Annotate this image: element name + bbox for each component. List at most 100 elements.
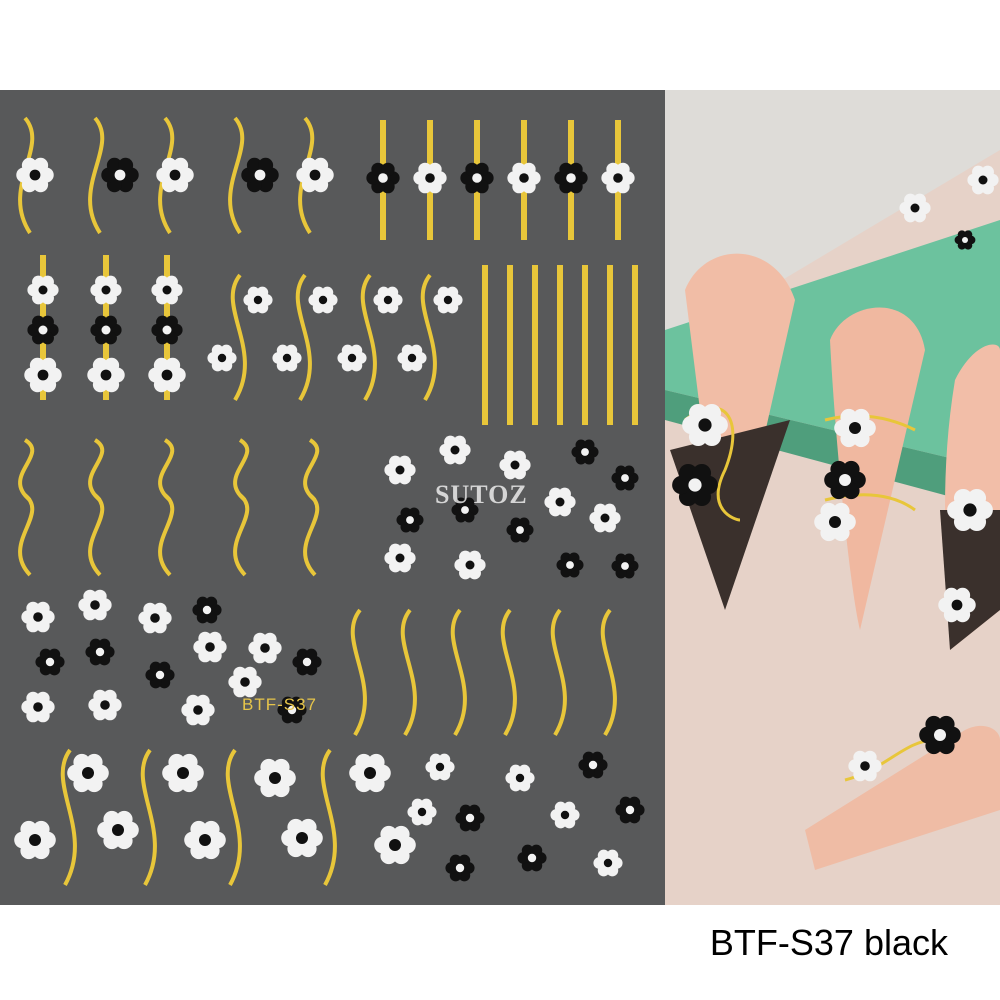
white-flower: [814, 502, 856, 542]
white-flower: [433, 286, 463, 314]
white-flower: [544, 487, 576, 517]
gold-wave-line: [600, 608, 617, 737]
gold-wave-line: [400, 608, 417, 737]
gold-wave-line: [158, 493, 175, 577]
gold-wave-line: [225, 748, 242, 886]
white-flower: [138, 602, 172, 634]
black-flower: [506, 517, 534, 543]
black-flower: [27, 315, 59, 345]
white-flower: [899, 193, 931, 223]
nail-photo: [665, 90, 1000, 905]
black-flower: [396, 507, 424, 533]
black-flower: [445, 854, 475, 882]
white-flower: [16, 157, 54, 193]
gold-straight-line: [557, 265, 563, 425]
white-flower: [505, 764, 535, 792]
black-flower: [554, 162, 588, 194]
white-flower: [248, 632, 282, 664]
white-flower: [593, 849, 623, 877]
white-flower: [407, 798, 437, 826]
white-flower: [184, 820, 226, 860]
nail-4: [805, 725, 1000, 870]
gold-straight-line: [507, 265, 513, 425]
white-flower: [24, 357, 62, 393]
white-flower: [374, 825, 416, 865]
white-flower: [454, 550, 486, 580]
gold-wave-line: [88, 116, 105, 235]
black-flower: [517, 844, 547, 872]
watermark: SUTOZ: [435, 480, 528, 509]
black-flower: [578, 751, 608, 779]
gold-wave-line: [303, 493, 320, 577]
gold-wave-line: [158, 438, 175, 502]
black-flower: [151, 315, 183, 345]
white-flower: [439, 435, 471, 465]
black-flower: [241, 157, 279, 193]
white-flower: [947, 488, 993, 532]
white-flower: [67, 753, 109, 793]
black-flower: [35, 648, 65, 676]
black-flower: [101, 157, 139, 193]
white-flower: [156, 157, 194, 193]
black-flower: [571, 439, 599, 465]
white-flower: [682, 403, 728, 447]
white-flower: [337, 344, 367, 372]
gold-wave-line: [233, 438, 250, 502]
black-flower: [672, 463, 718, 507]
black-flower: [824, 460, 866, 500]
sheet-code-label: BTF-S37: [242, 695, 318, 714]
black-flower: [954, 230, 976, 250]
black-flower: [611, 465, 639, 491]
black-flower: [556, 552, 584, 578]
white-flower: [78, 589, 112, 621]
gold-wave-line: [88, 438, 105, 502]
gold-straight-line: [582, 265, 588, 425]
white-flower: [308, 286, 338, 314]
black-flower: [611, 553, 639, 579]
white-flower: [181, 694, 215, 726]
black-flower: [292, 648, 322, 676]
gold-straight-line: [607, 265, 613, 425]
white-flower: [589, 503, 621, 533]
black-flower: [145, 661, 175, 689]
white-flower: [601, 162, 635, 194]
white-flower: [243, 286, 273, 314]
gold-wave-line: [88, 493, 105, 577]
white-flower: [97, 810, 139, 850]
white-flower: [207, 344, 237, 372]
white-flower: [21, 691, 55, 723]
white-flower: [162, 753, 204, 793]
white-flower: [90, 275, 122, 305]
white-flower: [349, 753, 391, 793]
gold-wave-line: [18, 438, 35, 502]
black-flower: [919, 715, 961, 755]
product-caption: BTF-S37 black: [709, 922, 948, 963]
gold-wave-line: [295, 273, 312, 402]
white-flower: [550, 801, 580, 829]
black-flower: [451, 497, 479, 523]
white-flower: [14, 820, 56, 860]
nail-2: [830, 307, 925, 630]
gold-straight-line: [482, 265, 488, 425]
black-flower: [615, 796, 645, 824]
white-flower: [272, 344, 302, 372]
white-flower: [938, 587, 976, 623]
white-flower: [88, 689, 122, 721]
gold-wave-line: [228, 116, 245, 235]
white-flower: [151, 275, 183, 305]
black-flower: [366, 162, 400, 194]
white-flower: [413, 162, 447, 194]
sticker-artwork: [14, 116, 645, 886]
sticker-sheet: BTF-S37 SUTOZ: [0, 90, 665, 905]
gold-wave-line: [233, 493, 250, 577]
black-flower: [460, 162, 494, 194]
white-flower: [967, 165, 999, 195]
gold-wave-line: [360, 273, 377, 402]
white-flower: [21, 601, 55, 633]
gold-wave-line: [230, 273, 247, 402]
gold-wave-line: [450, 608, 467, 737]
white-flower: [425, 753, 455, 781]
gold-wave-line: [60, 748, 77, 886]
white-flower: [228, 666, 262, 698]
black-flower: [277, 696, 307, 724]
